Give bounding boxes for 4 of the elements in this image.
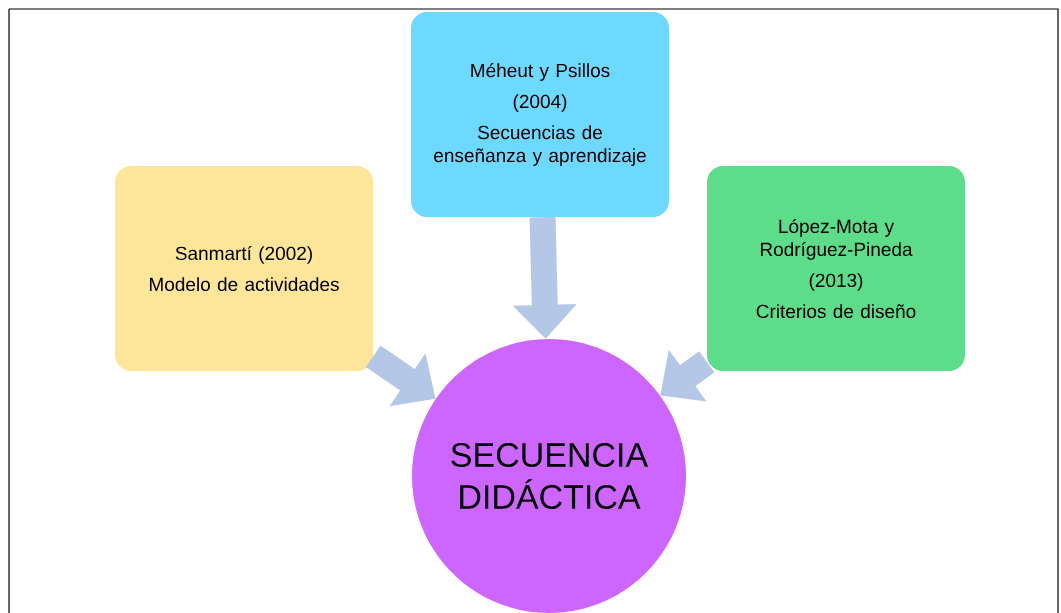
text-box: Méheut y Psillos (2004) Secuencias de enseñanza y aprendizaje (411, 12, 669, 217)
text-box: López-Mota y Rodríguez-Pineda (2013) Criterios de diseño (707, 166, 965, 371)
text-box: Sanmartí (2002) Modelo de actividades (115, 166, 373, 371)
circle-node: SECUENCIA DIDÁCTICA (412, 339, 686, 613)
